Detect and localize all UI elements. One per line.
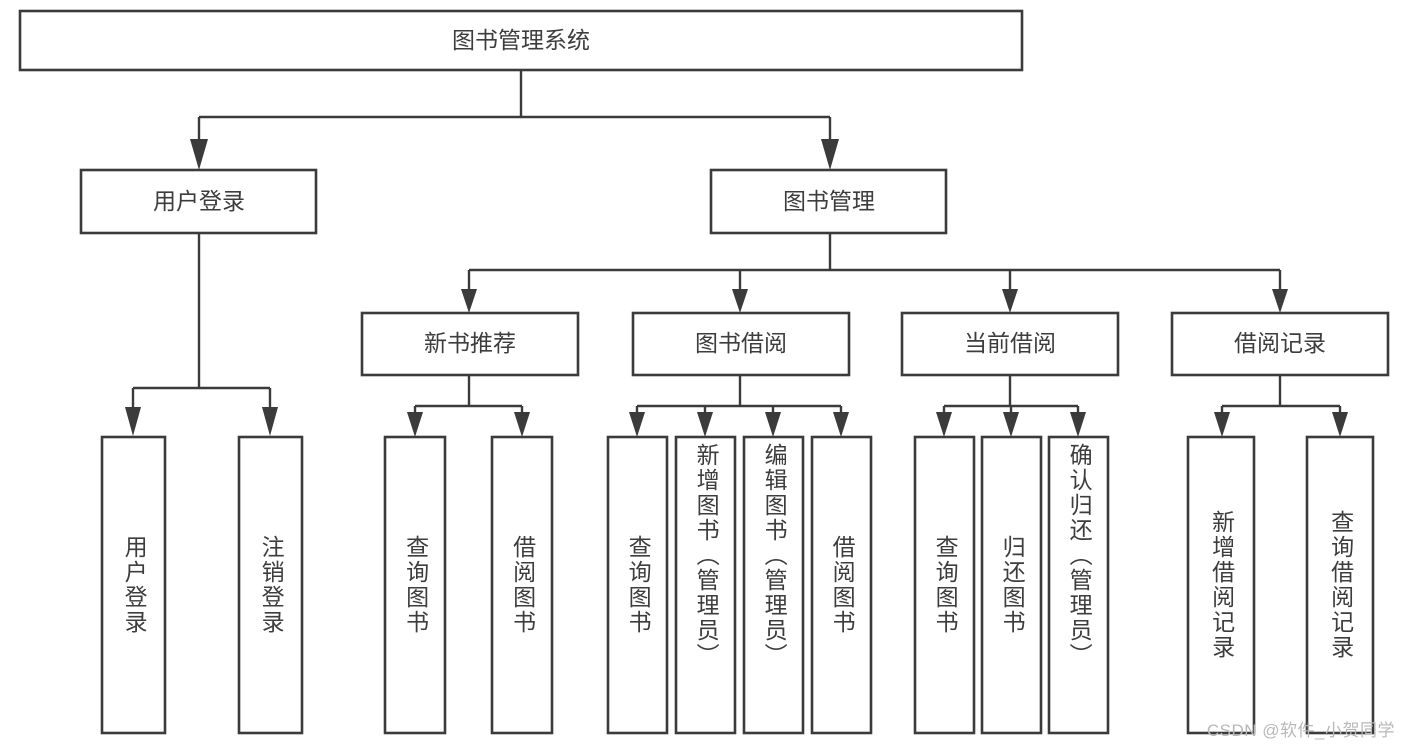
leaf-group-book-borrow xyxy=(606,435,873,735)
leaf-box-borrowrecord-add-record[interactable] xyxy=(1186,435,1256,735)
leaf-box-logout[interactable] xyxy=(237,435,304,735)
arrow-head-currentborrow-leaf-2 xyxy=(1003,412,1019,437)
arrow-head-bookborrow-leaf-4 xyxy=(833,412,849,437)
connector-group-newbook-to-leaves xyxy=(407,375,530,437)
arrow-head-borrowrecord-leaf-1 xyxy=(1214,412,1230,437)
leaf-group-user-login xyxy=(100,435,304,735)
leaf-box-bookborrow-borrow-book[interactable] xyxy=(810,435,873,735)
arrow-head-newbook-leaf-2 xyxy=(514,412,530,437)
node-level2-book-borrow[interactable]: 图书借阅 xyxy=(631,311,851,377)
leaf-box-bookborrow-add-book-admin[interactable] xyxy=(674,435,737,735)
arrow-head-bookborrow-leaf-2 xyxy=(697,412,713,437)
leaf-box-borrowrecord-query-record[interactable] xyxy=(1305,435,1375,735)
leaf-box-user-login[interactable] xyxy=(100,435,167,735)
arrow-head-borrow-record xyxy=(1272,289,1288,313)
connector-group-bookmanage-to-level2 xyxy=(461,233,1288,313)
connector-group-currentborrow-to-leaves xyxy=(936,375,1086,437)
node-book-management-box[interactable] xyxy=(709,168,948,235)
node-book-borrow-box[interactable] xyxy=(631,311,851,377)
arrow-head-leaf-logout xyxy=(262,407,278,436)
node-new-book-recommend-box[interactable] xyxy=(360,311,580,377)
node-level2-borrow-record[interactable]: 借阅记录 xyxy=(1170,311,1390,377)
leaf-box-currentborrow-confirm-return-admin[interactable] xyxy=(1047,435,1110,735)
leaf-group-current-borrow xyxy=(913,435,1110,735)
node-borrow-record-box[interactable] xyxy=(1170,311,1390,377)
leaf-box-newbook-query-book[interactable] xyxy=(383,435,447,735)
connector-group-userlogin-to-leaves xyxy=(125,233,278,436)
node-level2-current-borrow[interactable]: 当前借阅 xyxy=(900,311,1120,377)
node-root-box[interactable] xyxy=(18,9,1024,72)
arrow-head-new-book xyxy=(461,289,477,313)
leaf-group-new-book-recommend xyxy=(383,435,554,735)
node-root-book-management-system[interactable]: 图书管理系统 xyxy=(18,9,1024,72)
leaf-box-newbook-borrow-book[interactable] xyxy=(490,435,554,735)
arrow-head-user-login xyxy=(190,139,208,170)
arrow-head-current-borrow xyxy=(1002,289,1018,313)
leaf-box-bookborrow-query-book[interactable] xyxy=(606,435,669,735)
node-root-label: 图书管理系统 xyxy=(452,27,590,53)
node-level1-book-management[interactable]: 图书管理 xyxy=(709,168,948,235)
leaf-box-currentborrow-query-book[interactable] xyxy=(913,435,976,735)
arrow-head-currentborrow-leaf-3 xyxy=(1070,412,1086,437)
arrow-head-book-borrow xyxy=(732,289,748,313)
connector-group-bookborrow-to-leaves xyxy=(629,375,849,437)
node-borrow-record-label: 借阅记录 xyxy=(1234,330,1326,356)
node-current-borrow-box[interactable] xyxy=(900,311,1120,377)
node-user-login-label: 用户登录 xyxy=(153,188,245,214)
node-level1-user-login[interactable]: 用户登录 xyxy=(79,168,318,235)
arrow-head-borrowrecord-leaf-2 xyxy=(1332,412,1348,437)
leaf-box-currentborrow-return-book[interactable] xyxy=(980,435,1043,735)
arrow-head-newbook-leaf-1 xyxy=(407,412,423,437)
node-current-borrow-label: 当前借阅 xyxy=(964,330,1056,356)
node-book-management-label: 图书管理 xyxy=(783,188,875,214)
connector-group-root-to-level1 xyxy=(190,70,839,170)
leaf-group-borrow-record xyxy=(1186,435,1375,735)
leaf-box-bookborrow-edit-book-admin[interactable] xyxy=(742,435,805,735)
arrow-head-currentborrow-leaf-1 xyxy=(936,412,952,437)
arrow-head-bookborrow-leaf-1 xyxy=(629,412,645,437)
csdn-watermark: CSDN @软件_小贺同学 xyxy=(1206,721,1395,740)
connector-group-borrowrecord-to-leaves xyxy=(1214,375,1348,437)
node-level2-new-book-recommend[interactable]: 新书推荐 xyxy=(360,311,580,377)
node-new-book-recommend-label: 新书推荐 xyxy=(424,330,516,356)
node-user-login-box[interactable] xyxy=(79,168,318,235)
arrow-head-book-manage xyxy=(821,139,839,170)
node-book-borrow-label: 图书借阅 xyxy=(695,330,787,356)
arrow-head-bookborrow-leaf-3 xyxy=(765,412,781,437)
arrow-head-leaf-user-login xyxy=(125,407,141,436)
